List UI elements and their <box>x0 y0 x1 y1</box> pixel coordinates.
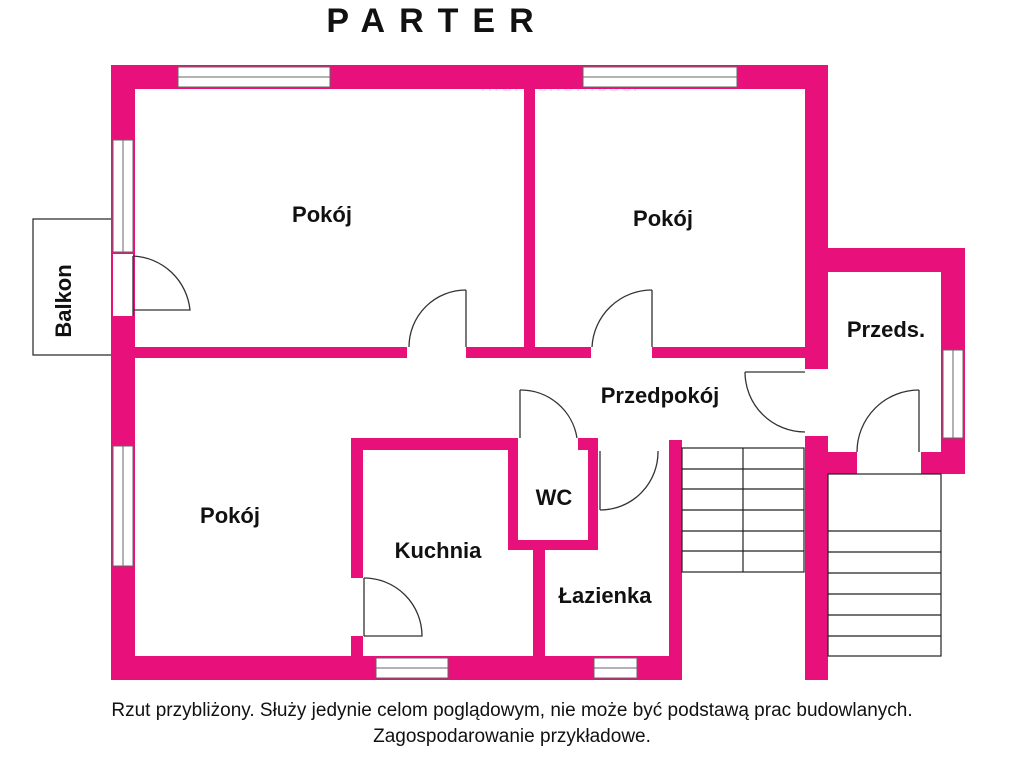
caption-line-2: Zagospodarowanie przykładowe. <box>373 726 651 747</box>
wall-top-rooms-divider <box>524 89 535 358</box>
stairs-interior <box>681 447 805 573</box>
wall-wc-right <box>588 438 598 550</box>
room-label-przedpokoj: Przedpokój <box>601 383 720 408</box>
room-label-przedsionek: Przeds. <box>847 317 925 342</box>
walls <box>111 65 965 680</box>
wall-vestibule-top <box>805 248 965 272</box>
disclaimer-caption: Rzut przybliżony. Służy jedynie celom po… <box>0 698 1024 750</box>
wall-right-upper <box>805 65 828 370</box>
room-label-balkon: Balkon <box>51 264 76 337</box>
room-label-kuchnia: Kuchnia <box>395 538 483 563</box>
wall-wc-left <box>508 438 518 550</box>
wall-wc-bottom <box>508 540 598 550</box>
wall-vestibule-left-lower <box>805 435 828 680</box>
room-label-pokoj-bottom-left: Pokój <box>200 503 260 528</box>
room-label-pokoj-top-right: Pokój <box>633 206 693 231</box>
room-label-pokoj-top-left: Pokój <box>292 202 352 227</box>
door-openings <box>113 254 921 636</box>
caption-line-1: Rzut przybliżony. Służy jedynie celom po… <box>111 700 913 721</box>
wall-bathroom-right <box>669 440 682 680</box>
wall-hall-top <box>111 347 828 358</box>
room-label-wc: WC <box>536 485 573 510</box>
stairs-exterior <box>827 473 942 657</box>
wall-kitchen-top <box>351 438 517 450</box>
room-label-lazienka: Łazienka <box>559 583 653 608</box>
plan-title: PARTER <box>326 2 548 40</box>
door-swings <box>132 255 920 637</box>
wall-kitchen-right <box>533 540 545 656</box>
windows <box>112 66 964 679</box>
balcony-outline <box>32 218 114 356</box>
wall-wc-top-right <box>578 438 598 450</box>
